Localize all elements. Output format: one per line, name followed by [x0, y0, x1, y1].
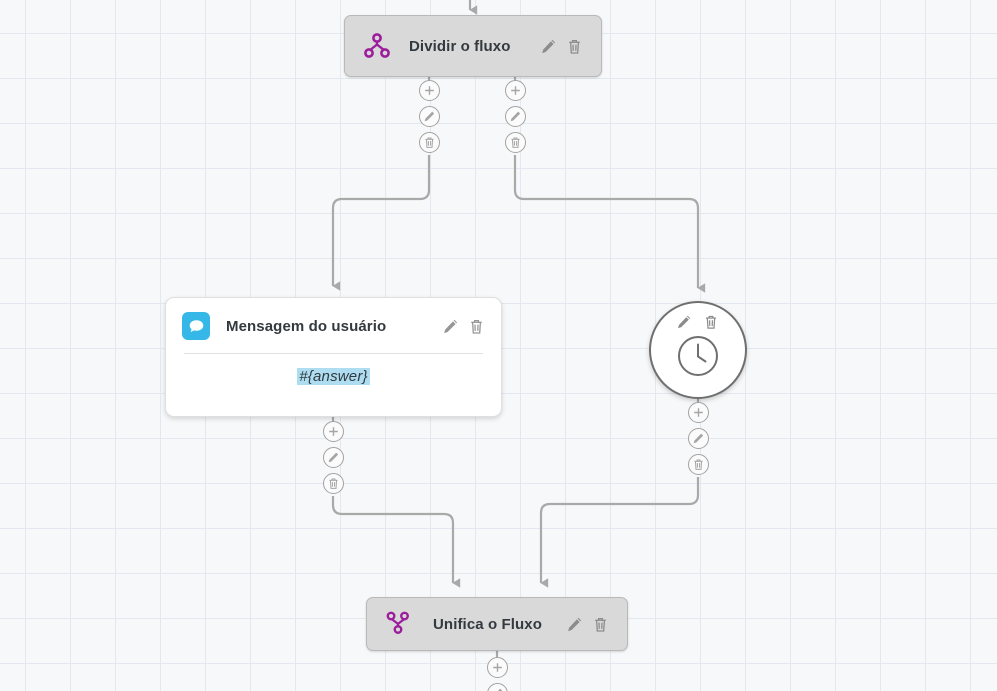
node-user-message[interactable]: Mensagem do usuário — [165, 297, 502, 417]
add-node-button[interactable] — [505, 80, 526, 101]
split-flow-icon — [363, 32, 391, 60]
node-message-divider — [184, 353, 483, 354]
edit-icon[interactable] — [540, 38, 557, 55]
node-split-actions[interactable] — [540, 38, 583, 55]
chat-bubble-icon — [182, 312, 210, 340]
answer-variable-token[interactable]: #{answer} — [297, 368, 370, 385]
clock-icon — [676, 334, 720, 383]
add-node-button[interactable] — [419, 80, 440, 101]
delete-icon[interactable] — [592, 616, 609, 633]
edit-icon[interactable] — [676, 314, 693, 331]
delete-connection-icon[interactable] — [419, 132, 440, 153]
delete-connection-icon[interactable] — [505, 132, 526, 153]
connector-stack-split-right[interactable] — [505, 80, 526, 153]
node-split-title: Dividir o fluxo — [409, 37, 511, 55]
add-node-button[interactable] — [323, 421, 344, 442]
delete-connection-icon[interactable] — [688, 454, 709, 475]
node-message-actions[interactable] — [442, 318, 485, 335]
node-message-body: #{answer} — [166, 354, 501, 402]
edit-connection-icon[interactable] — [688, 428, 709, 449]
connector-stack-timer[interactable] — [688, 402, 709, 475]
connector-stack-merge[interactable] — [487, 657, 508, 691]
edit-connection-icon[interactable] — [505, 106, 526, 127]
edit-connection-icon[interactable] — [487, 683, 508, 691]
node-message-title: Mensagem do usuário — [226, 317, 387, 335]
add-node-button[interactable] — [688, 402, 709, 423]
node-split-flow[interactable]: Dividir o fluxo — [344, 15, 602, 77]
connector-stack-message[interactable] — [323, 421, 344, 494]
node-timer-actions[interactable] — [676, 314, 720, 331]
add-node-button[interactable] — [487, 657, 508, 678]
edge-message-to-merge — [331, 496, 461, 588]
edge-split-to-timer — [513, 155, 706, 293]
edit-icon[interactable] — [566, 616, 583, 633]
connector-stack-split-left[interactable] — [419, 80, 440, 153]
edit-connection-icon[interactable] — [323, 447, 344, 468]
edit-icon[interactable] — [442, 318, 459, 335]
node-merge-flow[interactable]: Unifica o Fluxo — [366, 597, 628, 651]
node-timer[interactable] — [649, 301, 747, 399]
node-message-header: Mensagem do usuário — [166, 298, 501, 340]
edge-timer-to-merge — [539, 477, 700, 588]
merge-flow-icon — [385, 610, 413, 638]
delete-connection-icon[interactable] — [323, 473, 344, 494]
node-merge-actions[interactable] — [566, 616, 609, 633]
delete-icon[interactable] — [566, 38, 583, 55]
edge-split-to-message — [331, 155, 431, 291]
delete-icon[interactable] — [703, 314, 720, 331]
edit-connection-icon[interactable] — [419, 106, 440, 127]
node-merge-title: Unifica o Fluxo — [433, 615, 543, 633]
delete-icon[interactable] — [468, 318, 485, 335]
